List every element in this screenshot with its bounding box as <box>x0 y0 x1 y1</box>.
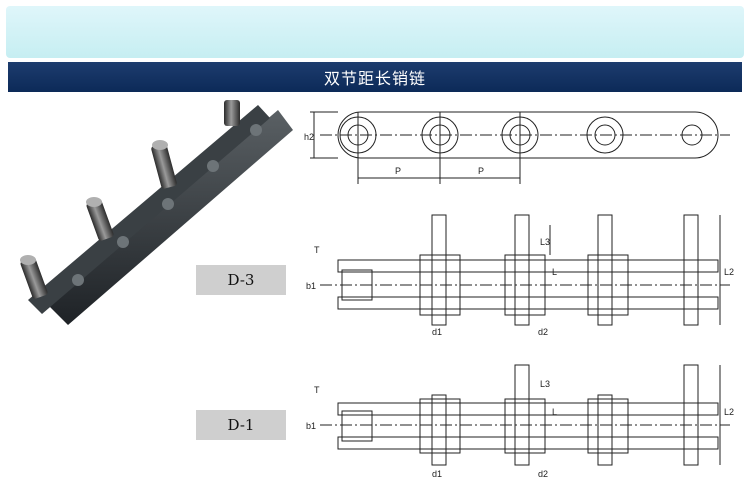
dim-p-1: P <box>395 166 401 176</box>
side-view-d3: T b1 d1 d2 L3 L L2 <box>306 214 734 337</box>
dim-l3-d1: L3 <box>540 379 550 389</box>
variant-label-d3: D-3 <box>196 265 286 295</box>
dim-l2-d3: L2 <box>724 267 734 277</box>
dim-d2-d3: d2 <box>538 327 548 337</box>
dim-l-d3: L <box>552 267 557 277</box>
dim-t-d1: T <box>314 385 320 395</box>
dim-l3-d3: L3 <box>540 237 550 247</box>
dim-l2-d1: L2 <box>724 407 734 417</box>
dim-d1-d3: d1 <box>432 327 442 337</box>
side-view-d1: T b1 d1 d2 L3 L L2 <box>306 364 734 479</box>
section-title: 双节距长销链 <box>323 69 426 88</box>
dim-l-d1: L <box>552 407 557 417</box>
dim-h2: h2 <box>304 132 314 142</box>
top-banner <box>6 6 744 58</box>
dim-d2-d1: d2 <box>538 469 548 479</box>
dim-b1-d1: b1 <box>306 421 316 431</box>
chain-photo <box>20 100 293 325</box>
dim-t-d3: T <box>314 245 320 255</box>
top-view-drawing: h2 P P <box>304 111 730 184</box>
dim-d1-d1: d1 <box>432 469 442 479</box>
dim-b1-d3: b1 <box>306 281 316 291</box>
section-title-bar: 双节距长销链 <box>8 62 742 92</box>
dim-p-2: P <box>478 166 484 176</box>
variant-label-d1: D-1 <box>196 410 286 440</box>
